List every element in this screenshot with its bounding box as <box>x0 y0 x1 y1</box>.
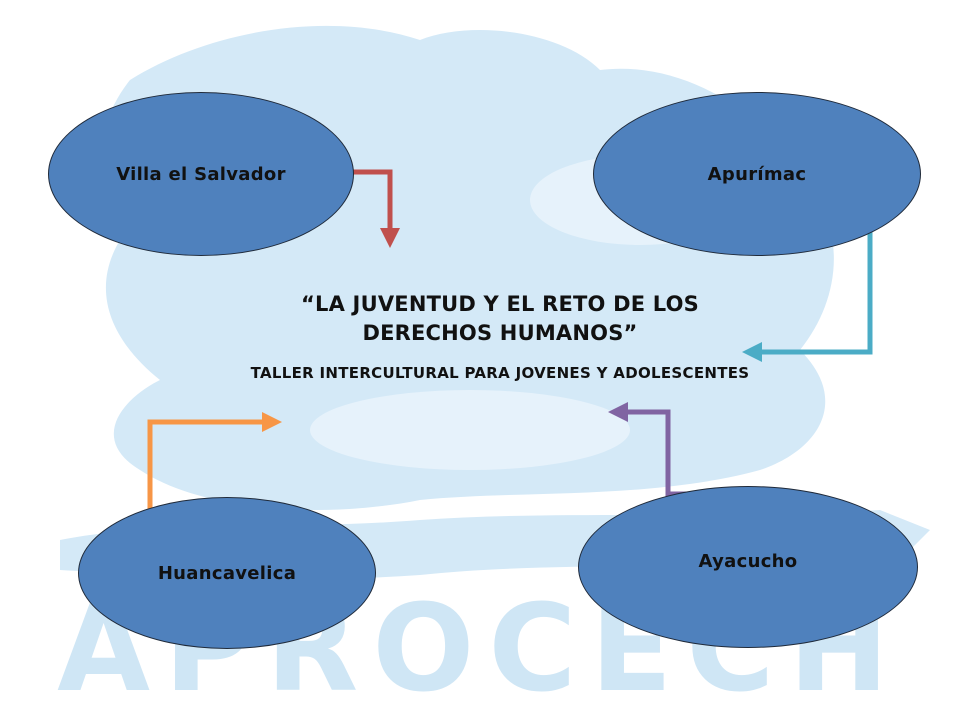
node-label: Apurímac <box>707 163 807 185</box>
node-label: Ayacucho <box>698 550 798 572</box>
node-ayacucho: Ayacucho <box>578 486 918 648</box>
node-label: Villa el Salvador <box>116 163 286 185</box>
main-title: “LA JUVENTUD Y EL RETO DE LOS DERECHOS H… <box>301 292 699 345</box>
arrow-apurimac <box>742 232 873 362</box>
arrow-huancavelica <box>147 412 282 530</box>
subtitle: TALLER INTERCULTURAL PARA JOVENES Y ADOL… <box>250 364 750 382</box>
node-huancavelica: Huancavelica <box>78 497 376 649</box>
node-villa-el-salvador: Villa el Salvador <box>48 92 354 256</box>
arrow-villa-el-salvador <box>350 169 400 248</box>
node-apurimac: Apurímac <box>593 92 921 256</box>
node-label: Huancavelica <box>157 562 297 584</box>
arrow-ayacucho <box>608 402 735 497</box>
center-title-block: “LA JUVENTUD Y EL RETO DE LOS DERECHOS H… <box>250 290 750 385</box>
